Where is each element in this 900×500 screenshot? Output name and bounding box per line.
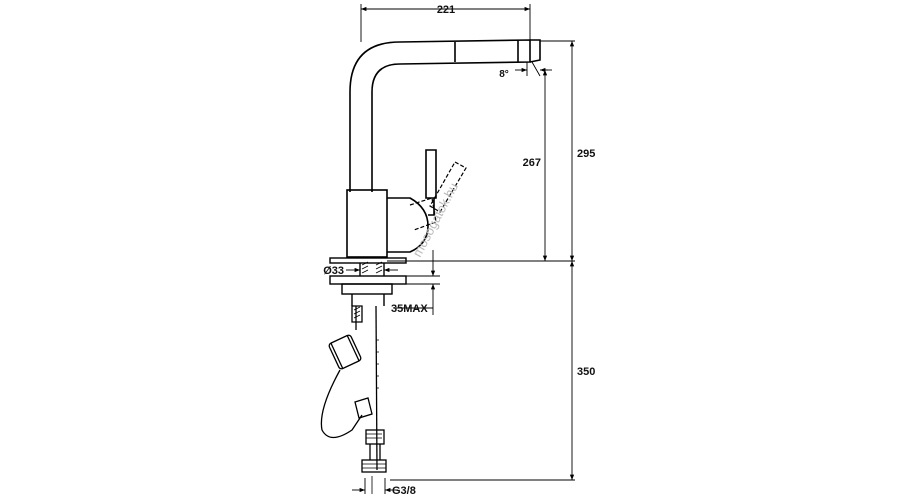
dim-diameter: Ø33 — [323, 265, 344, 277]
faucet-body — [346, 189, 388, 258]
dim-thread: G3/8 — [392, 485, 416, 497]
hoses — [320, 305, 387, 473]
supply-nut-lower — [361, 459, 387, 473]
hose-loop — [320, 369, 363, 439]
dim-width-top: 221 — [437, 4, 455, 16]
hose-coupling-upper — [351, 305, 363, 323]
dim-height-inner: 267 — [523, 157, 541, 169]
dim-height-outer: 295 — [577, 148, 595, 160]
shank-lower — [351, 294, 385, 306]
lever-alt-position — [409, 161, 467, 231]
watermark: mosogatok.hu — [409, 180, 461, 259]
base-plate — [329, 257, 407, 264]
dimension-lines — [346, 4, 575, 494]
counter-plate — [329, 275, 407, 285]
spout-head — [454, 39, 541, 63]
threaded-shank — [359, 263, 385, 276]
hose-weight — [328, 334, 362, 370]
thread-hatching — [353, 261, 386, 469]
dim-angle: 8° — [499, 69, 509, 80]
supply-connector — [369, 444, 381, 460]
mounting-nut — [341, 283, 393, 295]
hose-coupling-lower — [354, 397, 373, 419]
spout-outer — [349, 39, 531, 192]
faucet-outline — [346, 39, 541, 258]
dim-below-counter: 350 — [577, 366, 595, 378]
mounting-parts — [329, 257, 407, 306]
dim-thickness-max: 35MAX — [391, 303, 428, 315]
supply-nut-upper — [365, 429, 385, 445]
